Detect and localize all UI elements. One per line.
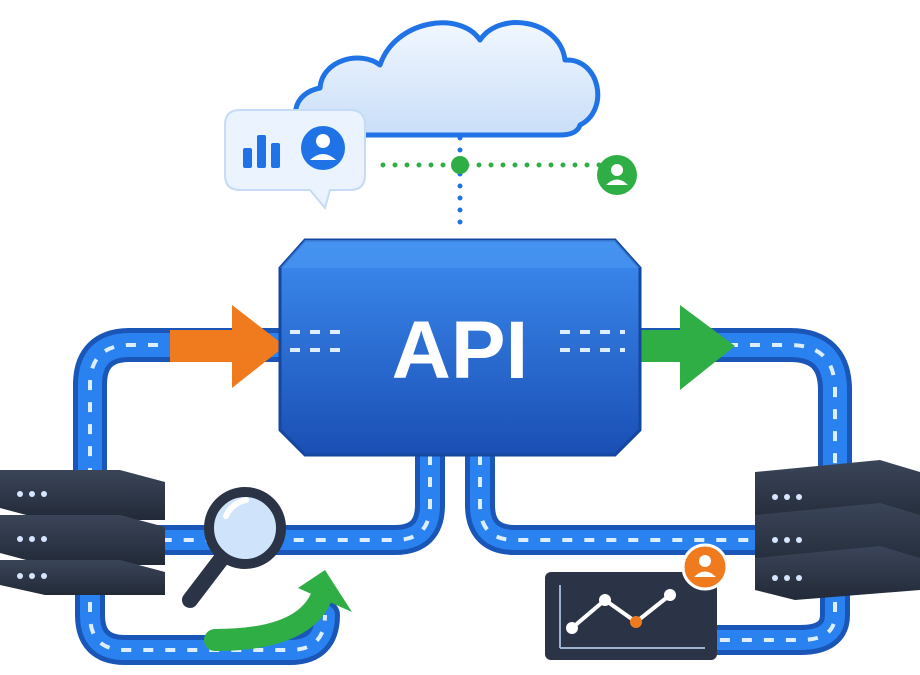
line-chart-panel-icon: [545, 572, 717, 660]
user-badge-icon: [681, 543, 729, 591]
magnifier-icon: [182, 487, 286, 608]
pipe-bottom-left: [135, 440, 445, 555]
api-label: API: [392, 305, 529, 396]
server-stack-icon: [0, 470, 165, 595]
user-badge-icon: [597, 155, 637, 195]
api-block: API: [278, 238, 642, 457]
pipe-right-top: [623, 328, 852, 487]
server-stack-icon: [755, 460, 920, 600]
outgoing-arrow: [640, 305, 735, 390]
incoming-arrow: [170, 305, 285, 388]
chart-user-bubble-icon: [224, 109, 366, 211]
pipes: [73, 328, 852, 665]
cloud-connectors: [380, 135, 603, 228]
cloud-icon: [293, 20, 601, 138]
curved-arrow-up-icon: [204, 570, 352, 651]
pipe-bottom-right: [465, 440, 785, 555]
